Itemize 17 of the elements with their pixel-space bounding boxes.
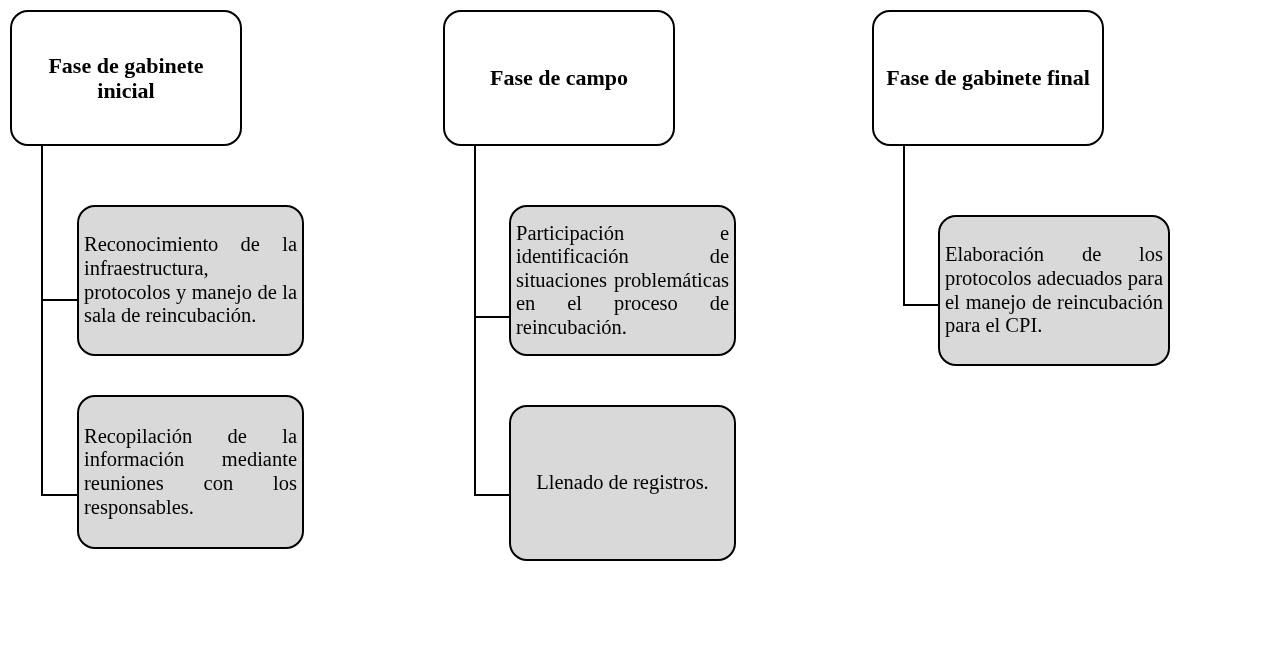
phase-box <box>872 10 1104 146</box>
task-text: Reconocimiento de la infraestructura, protocolos y manejo de la sala de reincubación. <box>84 233 297 328</box>
task-box <box>77 395 304 549</box>
task-text: Participación e identificación de situaciones problemáticas en el proceso de reincubación. <box>516 221 729 340</box>
phase-title: Fase de campo <box>489 65 629 91</box>
task-box <box>509 205 736 356</box>
task-box <box>77 205 304 356</box>
phase-title: Fase de gabinete final <box>886 65 1090 91</box>
task-box <box>509 405 736 561</box>
connector-line <box>903 145 939 306</box>
task-box <box>938 215 1170 366</box>
task-text: Elaboración de los protocolos adecuados para el manejo de reincubación para el CPI. <box>945 243 1163 338</box>
phase-box <box>10 10 242 146</box>
task-text: Recopilación de la información mediante reuniones con los responsables. <box>84 424 297 520</box>
task-text: Llenado de registros. <box>535 471 710 495</box>
phase-box <box>443 10 675 146</box>
phase-title: Fase de gabinete inicial <box>47 52 205 104</box>
